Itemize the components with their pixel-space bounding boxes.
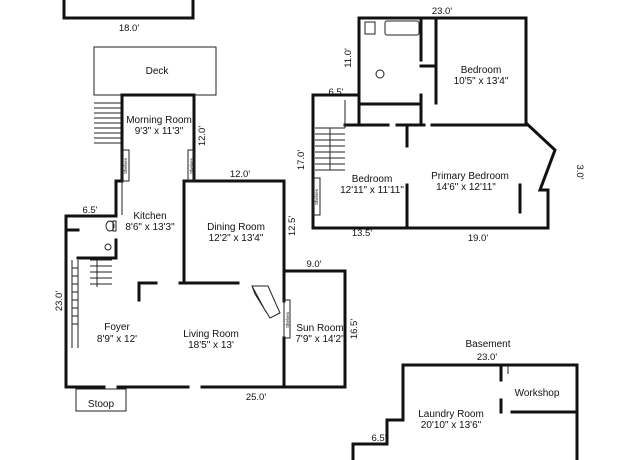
upper-exterior-wall (311, 16, 557, 230)
room-size-bedroom2: 12'11" x 11'11" (340, 185, 404, 196)
room-name-laundry: Laundry Room (418, 409, 484, 420)
main-stairs (71, 259, 112, 348)
deck-stairs (94, 102, 122, 144)
room-size-living: 18'5" x 13' (188, 340, 234, 351)
upper-floor (311, 16, 557, 230)
basement (351, 363, 579, 460)
closet-label: Shelves (123, 157, 128, 174)
room-name-workshop: Workshop (515, 388, 560, 399)
room-name-morning: Morning Room (126, 115, 192, 126)
toilet-icon (105, 220, 117, 232)
stoop-outline (75, 388, 127, 412)
closet-shelves (121, 149, 130, 182)
floor-label-basement: Basement (465, 339, 510, 350)
dimension-label: 12.0' (197, 126, 208, 146)
room-size-sun: 7'9" x 14'2" (295, 334, 345, 345)
room-size-bedroom1: 10'5" x 13'4" (454, 76, 509, 87)
fireplace-icon (251, 285, 281, 319)
dimension-label: 18.0' (119, 23, 139, 34)
room-name-kitchen: Kitchen (133, 211, 166, 222)
closet-label: Shelves (189, 157, 194, 174)
dimension-label: 9.0' (306, 259, 321, 270)
dimension-label: 12.5' (287, 216, 298, 236)
room-name-living: Living Room (183, 329, 239, 340)
closet-label: Shelves (285, 311, 290, 328)
basement-exterior-wall (351, 363, 579, 460)
dimension-label: 6.5' (371, 433, 386, 444)
room-size-primary: 14'6" x 12'11" (436, 182, 496, 193)
room-size-dining: 12'2" x 13'4" (209, 233, 264, 244)
closet-label: Shelves (314, 188, 319, 205)
upper-stairs (315, 100, 346, 171)
dimension-labels: 18.0' 12.0' 12.0' 6.5' 12.5' 9.0' 23.0' … (54, 6, 585, 444)
room-size-kitchen: 8'6" x 13'3" (125, 222, 175, 233)
bathtub-icon (384, 20, 420, 36)
room-name-bedroom1: Bedroom (461, 65, 502, 76)
dimension-label: 23.0' (432, 6, 452, 17)
dimension-label: 19.0' (468, 233, 488, 244)
room-name-stoop: Stoop (88, 399, 115, 410)
closet-labels: Shelves Shelves Shelves Shelves (123, 157, 319, 328)
dimension-label: 17.0' (296, 150, 307, 170)
sink-icon (104, 243, 112, 251)
room-name-dining: Dining Room (207, 222, 265, 233)
dimension-label: 13.5' (352, 228, 372, 239)
closet-shelves (283, 299, 291, 339)
room-name-primary: Primary Bedroom (431, 171, 509, 182)
sink-icon (375, 69, 385, 79)
closet-shelves (312, 177, 321, 216)
dimension-label: 23.0' (477, 352, 497, 363)
room-name-foyer: Foyer (104, 322, 130, 333)
room-name-deck: Deck (146, 66, 170, 77)
dimension-label: 6.5' (82, 205, 97, 216)
dimension-label: 23.0' (54, 291, 65, 311)
toilet-icon (364, 21, 376, 35)
room-name-sun: Sun Room (296, 323, 343, 334)
room-size-morning: 9'3" x 11'3" (135, 126, 184, 137)
main-floor (64, 46, 347, 412)
dimension-label: 12.0' (230, 169, 250, 180)
closet-shelves (187, 149, 195, 182)
room-labels: Deck Morning Room 9'3" x 11'3" Kitchen 8… (88, 65, 560, 431)
dimension-label: 3.0' (574, 164, 585, 179)
dimension-label: 6.5' (328, 87, 343, 98)
room-size-laundry: 20'10" x 13'6" (421, 420, 482, 431)
dimension-label: 16.5' (349, 319, 360, 339)
room-name-bedroom2: Bedroom (352, 174, 393, 185)
room-size-foyer: 8'9" x 12' (97, 334, 137, 345)
top-partial-structure (62, 0, 195, 20)
dimension-label: 11.0' (343, 48, 354, 68)
dimension-label: 25.0' (246, 392, 266, 403)
